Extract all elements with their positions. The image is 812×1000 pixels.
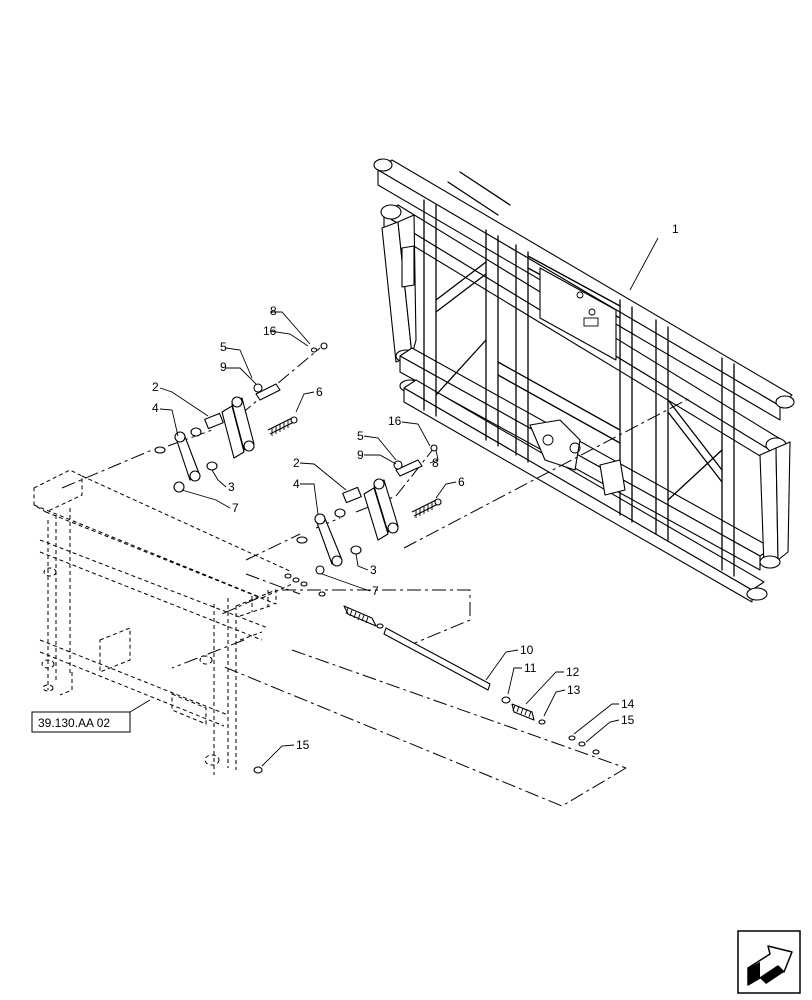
callout-6-lower: 6	[458, 475, 465, 489]
callout-10: 10	[520, 643, 534, 657]
next-page-arrow-icon[interactable]	[737, 930, 801, 994]
callout-13: 13	[567, 683, 581, 697]
callout-5-upper: 5	[220, 340, 227, 354]
callout-6-upper: 6	[316, 385, 323, 399]
callout-9-upper: 9	[220, 360, 227, 374]
link-assembly-upper	[154, 342, 328, 493]
callout-4-lower: 4	[293, 477, 300, 491]
callout-4-upper: 4	[152, 401, 159, 415]
callout-14: 14	[621, 697, 635, 711]
callout-16-lower: 16	[388, 414, 402, 428]
spring-rod-assembly	[253, 573, 600, 774]
callout-5-lower: 5	[357, 429, 364, 443]
callout-16-upper: 16	[263, 324, 277, 338]
callout-7-lower: 7	[372, 584, 379, 598]
callout-2-lower: 2	[293, 456, 300, 470]
callout-12: 12	[566, 665, 580, 679]
reference-frame-dashed	[33, 469, 293, 775]
callout-8-lower: 8	[432, 456, 439, 470]
callout-8-upper: 8	[270, 304, 277, 318]
link-assembly-lower	[296, 444, 442, 575]
reference-label: 39.130.AA 02	[38, 716, 110, 730]
leader-lines	[129, 237, 659, 767]
callout-15-bottom: 15	[296, 738, 310, 752]
callout-11: 11	[524, 661, 537, 675]
boom-center-frame	[373, 158, 795, 603]
callout-9-lower: 9	[357, 448, 364, 462]
callout-2-upper: 2	[152, 380, 159, 394]
callout-1: 1	[672, 222, 679, 236]
callout-3-upper: 3	[228, 480, 235, 494]
callout-labels: 1 8 16 5 9 2 6 4 16 5 9 8 2 6 4 3 7 3 7 …	[152, 222, 679, 752]
callout-15-right: 15	[621, 713, 635, 727]
reference-link[interactable]: 39.130.AA 02	[31, 711, 131, 733]
callout-3-lower: 3	[370, 563, 377, 577]
callout-7-upper: 7	[232, 501, 239, 515]
